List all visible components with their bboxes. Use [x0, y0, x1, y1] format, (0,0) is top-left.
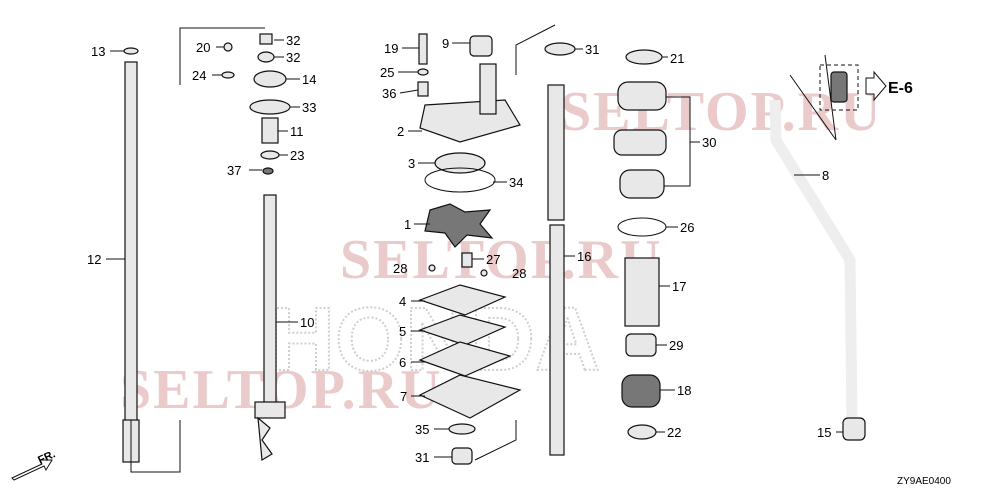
bearing-stack — [613, 49, 691, 440]
label-11[interactable]: 11 — [290, 124, 304, 139]
label-24[interactable]: 24 — [192, 68, 206, 83]
label-22[interactable]: 22 — [667, 425, 681, 440]
label-23[interactable]: 23 — [290, 148, 304, 163]
label-25[interactable]: 25 — [380, 65, 394, 80]
label-19[interactable]: 19 — [384, 41, 398, 56]
label-12[interactable]: 12 — [87, 252, 101, 267]
label-29[interactable]: 29 — [669, 338, 683, 353]
label-4[interactable]: 4 — [399, 294, 406, 309]
diagram-code: ZY9AE0400 — [897, 476, 951, 487]
label-14[interactable]: 14 — [302, 72, 316, 87]
label-28[interactable]: 28 — [512, 266, 526, 281]
water-pump-assembly — [417, 33, 522, 465]
water-tube-8: E-6 — [769, 54, 913, 441]
drive-shaft-16 — [515, 24, 576, 456]
label-31[interactable]: 31 — [415, 450, 429, 465]
label-20[interactable]: 20 — [196, 40, 210, 55]
front-label: FR. — [36, 448, 57, 466]
reference-e6[interactable]: E-6 — [888, 80, 913, 97]
leader-lines — [106, 39, 843, 458]
label-6[interactable]: 6 — [399, 355, 406, 370]
label-28[interactable]: 28 — [393, 261, 407, 276]
label-36[interactable]: 36 — [382, 86, 396, 101]
label-5[interactable]: 5 — [399, 324, 406, 339]
seltop-watermark: SELTOP.RU — [340, 229, 663, 291]
label-34[interactable]: 34 — [509, 175, 523, 190]
label-15[interactable]: 15 — [817, 425, 831, 440]
label-8[interactable]: 8 — [822, 168, 829, 183]
label-21[interactable]: 21 — [670, 51, 684, 66]
honda-watermark: HONDA — [270, 290, 600, 390]
label-37[interactable]: 37 — [227, 163, 241, 178]
label-31[interactable]: 31 — [585, 42, 599, 57]
label-26[interactable]: 26 — [680, 220, 694, 235]
label-1[interactable]: 1 — [404, 217, 411, 232]
label-32[interactable]: 32 — [286, 50, 300, 65]
label-9[interactable]: 9 — [442, 36, 449, 51]
label-30[interactable]: 30 — [702, 135, 716, 150]
label-33[interactable]: 33 — [302, 100, 316, 115]
label-32[interactable]: 32 — [286, 33, 300, 48]
shift-rod-12 — [122, 47, 181, 473]
front-arrow-icon — [11, 459, 53, 481]
label-27[interactable]: 27 — [486, 252, 500, 267]
label-18[interactable]: 18 — [677, 383, 691, 398]
label-3[interactable]: 3 — [408, 156, 415, 171]
arrow-right-icon — [865, 70, 887, 102]
label-7[interactable]: 7 — [400, 389, 407, 404]
label-17[interactable]: 17 — [672, 279, 686, 294]
seltop-watermark: SELTOP.RU — [560, 81, 883, 143]
label-13[interactable]: 13 — [91, 44, 105, 59]
label-35[interactable]: 35 — [415, 422, 429, 437]
front-marker: FR. — [11, 448, 57, 481]
part-labels: 13 20 24 32 32 14 33 11 23 37 12 10 19 9… — [87, 33, 831, 465]
label-10[interactable]: 10 — [300, 315, 314, 330]
label-16[interactable]: 16 — [577, 249, 591, 264]
label-2[interactable]: 2 — [397, 124, 404, 139]
reference-box — [819, 64, 859, 111]
